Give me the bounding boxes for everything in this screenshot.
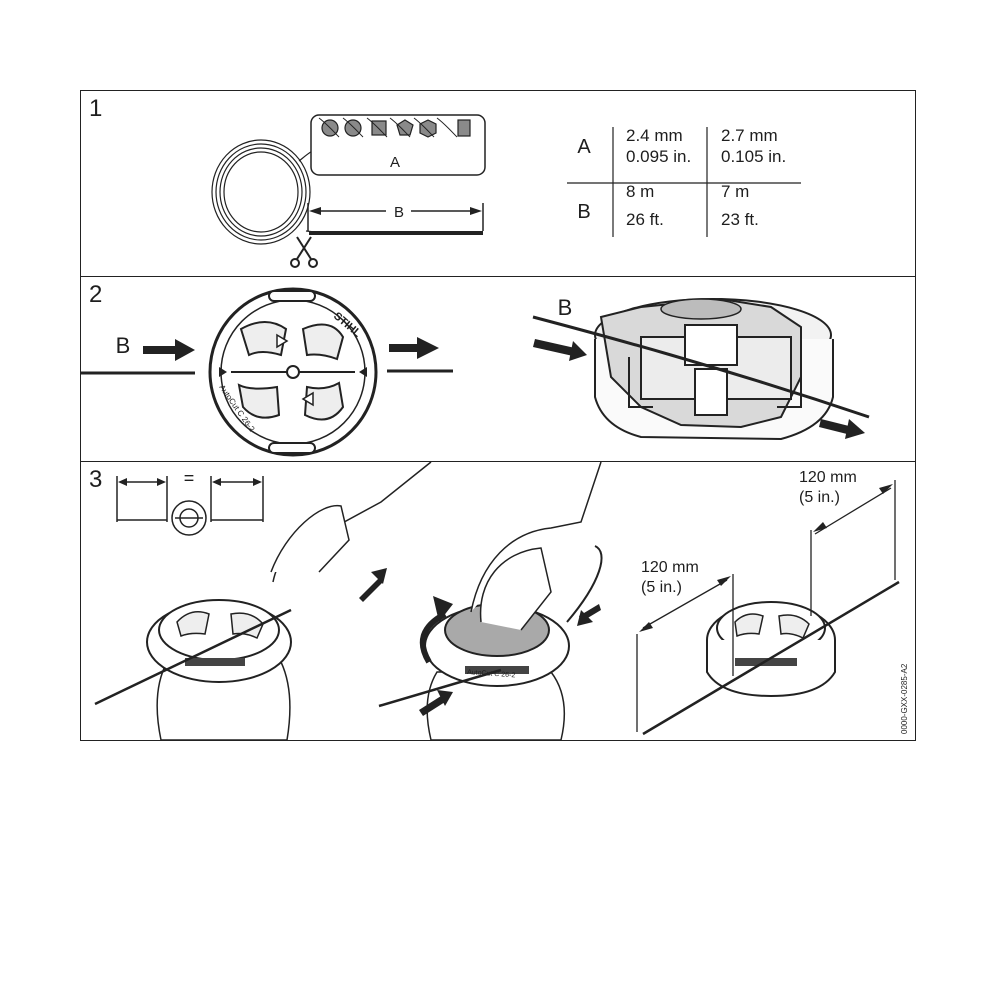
table-cell: 7 m (721, 182, 749, 201)
label-b-right: B (558, 295, 573, 320)
dimension-right (636, 480, 896, 732)
arrow-icon (276, 333, 314, 407)
arrow-right-icon (389, 337, 439, 359)
mowing-head-middle: AutoCut C 26-2 (378, 461, 603, 741)
step-3-panel: 3 = (80, 461, 916, 741)
label-b-left: B (116, 333, 131, 358)
hand-icon (270, 504, 350, 573)
measure-right-in: (5 in.) (799, 489, 840, 506)
step-number: 3 (89, 466, 103, 493)
mowing-head-mini-icon (171, 500, 207, 536)
step-2-illustration: B STIHL AutoCut C 26-2 (81, 287, 870, 457)
mowing-head-right (706, 601, 836, 698)
step-number: 1 (89, 95, 103, 122)
arrow-right-icon (533, 339, 865, 439)
step-3-illustration: = AutoCut C 26-2 (94, 461, 909, 741)
arrow-icon (359, 568, 387, 602)
step-1-illustration: A B A 2.4 mm 0.095 in. 2.7 mm 0.105 in. … (211, 114, 801, 268)
step-2-panel: 2 B STIHL Auto (80, 276, 916, 463)
table-cell: 8 m (626, 182, 654, 201)
arrow-icon (419, 604, 601, 716)
table-row-b-key: B (577, 201, 590, 223)
table-cell: 26 ft. (626, 210, 664, 229)
table-cell: 0.095 in. (626, 147, 691, 166)
measure-left-in: (5 in.) (641, 579, 682, 596)
equals-sign: = (184, 468, 195, 488)
measure-right-mm: 120 mm (799, 469, 857, 486)
label-b: B (394, 204, 404, 221)
mowing-head-left (94, 461, 432, 741)
table-cell: 2.7 mm (721, 126, 778, 145)
equal-length-inset (116, 476, 264, 522)
table-cell: 2.4 mm (626, 126, 683, 145)
step-1-panel: 1 (80, 90, 916, 278)
scissors-icon (290, 236, 318, 268)
model-label: AutoCut C 26-2 (467, 669, 516, 679)
table-cell: 0.105 in. (721, 147, 786, 166)
trimmer-line (532, 315, 870, 419)
mowing-head-top-view: STIHL AutoCut C 26-2 (208, 287, 378, 457)
rotate-arrow-head (433, 596, 453, 622)
label-a: A (390, 154, 400, 171)
spec-table-lines (567, 127, 801, 237)
table-row-a-key: A (577, 136, 591, 158)
step-number: 2 (89, 281, 103, 308)
dimension-b (307, 203, 484, 231)
spec-table: A 2.4 mm 0.095 in. 2.7 mm 0.105 in. B 8 … (577, 126, 786, 229)
measure-left-mm: 120 mm (641, 559, 699, 576)
document-id: 0000-GXX-0285-A2 (900, 663, 909, 734)
table-cell: 23 ft. (721, 210, 759, 229)
arrow-right-icon (143, 339, 195, 361)
trimmer-line (642, 580, 900, 736)
